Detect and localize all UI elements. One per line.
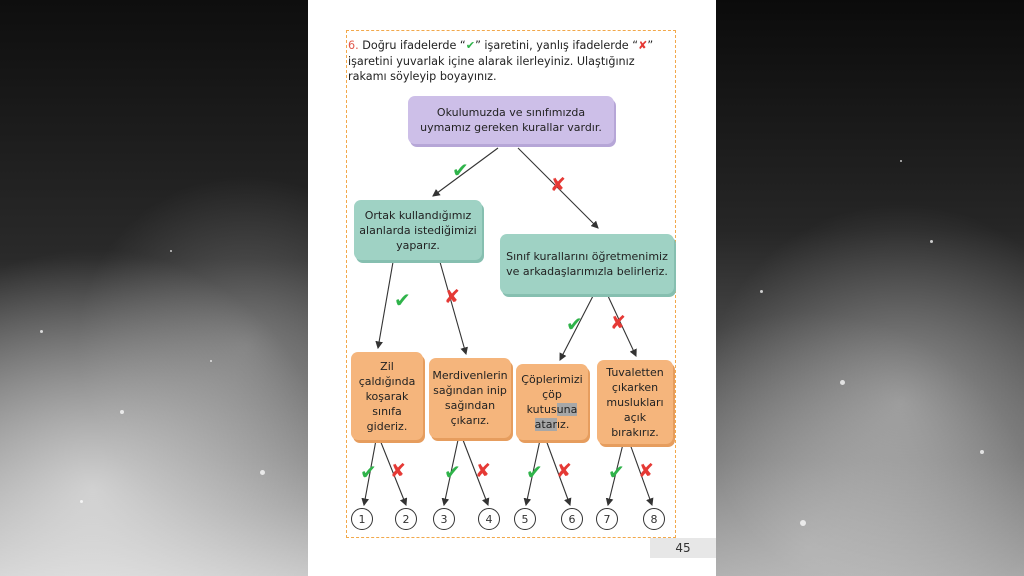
background-left — [0, 0, 308, 576]
arrow — [607, 295, 637, 357]
leaf3-highlight: atar — [534, 418, 557, 431]
sparkle — [980, 450, 984, 454]
sparkle — [930, 240, 933, 243]
cross-icon[interactable]: ✘ — [444, 286, 460, 308]
question-number: 6. — [348, 39, 359, 52]
endpoint-5[interactable]: 5 — [514, 508, 536, 530]
sparkle — [260, 470, 265, 475]
arrow — [523, 439, 541, 507]
cross-icon[interactable]: ✘ — [610, 312, 626, 334]
leaf-statement-box-1: Zil çaldığında koşarak sınıfa gideriz. — [351, 352, 423, 440]
sparkle — [210, 360, 212, 362]
check-icon[interactable]: ✔ — [566, 312, 583, 336]
arrow — [441, 439, 459, 507]
cross-icon[interactable]: ✘ — [390, 460, 406, 482]
leaf3-highlight: una — [556, 403, 578, 416]
check-icon: ✔ — [465, 39, 476, 52]
cross-icon[interactable]: ✘ — [475, 460, 491, 482]
cross-icon: ✘ — [638, 39, 648, 52]
tree-connectors — [361, 147, 654, 507]
worksheet-page: 6. Doğru ifadelerde “✔” işaretini, yanlı… — [308, 0, 716, 576]
endpoint-6[interactable]: 6 — [561, 508, 583, 530]
arrow — [439, 261, 468, 356]
right-statement-box: Sınıf kurallarını öğretmenimiz ve arkada… — [500, 234, 674, 294]
arrow — [629, 443, 654, 507]
sparkle — [760, 290, 763, 293]
check-icon[interactable]: ✔ — [526, 460, 543, 484]
background-right — [716, 0, 1024, 576]
instruction-part: Doğru ifadelerde “ — [362, 39, 466, 52]
leaf-statement-box-4: Tuvaletten çıkarken muslukları açık bıra… — [597, 360, 673, 444]
sparkle — [40, 330, 43, 333]
arrow — [517, 147, 599, 229]
arrow — [375, 261, 394, 350]
check-icon[interactable]: ✔ — [360, 460, 377, 484]
leaf-statement-box-2: Merdivenlerin sağından inip sağından çık… — [429, 358, 511, 438]
left-statement-box: Ortak kullandığımız alanlarda istediğimi… — [354, 200, 482, 260]
instruction-text: 6. Doğru ifadelerde “✔” işaretini, yanlı… — [348, 38, 668, 85]
check-icon[interactable]: ✔ — [444, 460, 461, 484]
arrow — [361, 439, 377, 507]
endpoint-7[interactable]: 7 — [596, 508, 618, 530]
cross-icon[interactable]: ✘ — [556, 460, 572, 482]
cross-icon[interactable]: ✘ — [638, 460, 654, 482]
sparkle — [840, 380, 845, 385]
endpoint-8[interactable]: 8 — [643, 508, 665, 530]
leaf-statement-box-3: Çöplerimizi çöp kutusuna atarız. — [516, 364, 588, 440]
check-icon[interactable]: ✔ — [608, 460, 625, 484]
leaf3-text-part: Çöplerimizi çöp kutus — [521, 373, 583, 416]
dashed-frame — [346, 30, 676, 538]
sparkle — [120, 410, 124, 414]
arrow — [605, 443, 624, 507]
arrow — [559, 295, 594, 361]
leaf3-text: Çöplerimizi çöp kutusuna atarız. — [520, 372, 584, 432]
instruction-part: ” işaretini yuvarlak içine alarak ilerle… — [348, 39, 654, 83]
sparkle — [800, 520, 806, 526]
endpoint-4[interactable]: 4 — [478, 508, 500, 530]
arrow — [432, 147, 499, 197]
sparkle — [900, 160, 902, 162]
sparkle — [170, 250, 172, 252]
sparkle — [80, 500, 83, 503]
endpoint-3[interactable]: 3 — [433, 508, 455, 530]
cross-icon[interactable]: ✘ — [550, 174, 566, 196]
arrow — [379, 439, 408, 507]
instruction-part: ” işaretini, yanlış ifadelerde “ — [475, 39, 639, 52]
arrow — [545, 439, 572, 507]
endpoint-1[interactable]: 1 — [351, 508, 373, 530]
check-icon[interactable]: ✔ — [394, 288, 411, 312]
arrow — [462, 439, 490, 507]
check-icon[interactable]: ✔ — [452, 158, 469, 182]
endpoint-2[interactable]: 2 — [395, 508, 417, 530]
root-statement-box: Okulumuzda ve sınıfımızda uymamız gereke… — [408, 96, 614, 144]
page-number: 45 — [650, 538, 716, 558]
leaf3-text-part: ız. — [557, 418, 570, 431]
